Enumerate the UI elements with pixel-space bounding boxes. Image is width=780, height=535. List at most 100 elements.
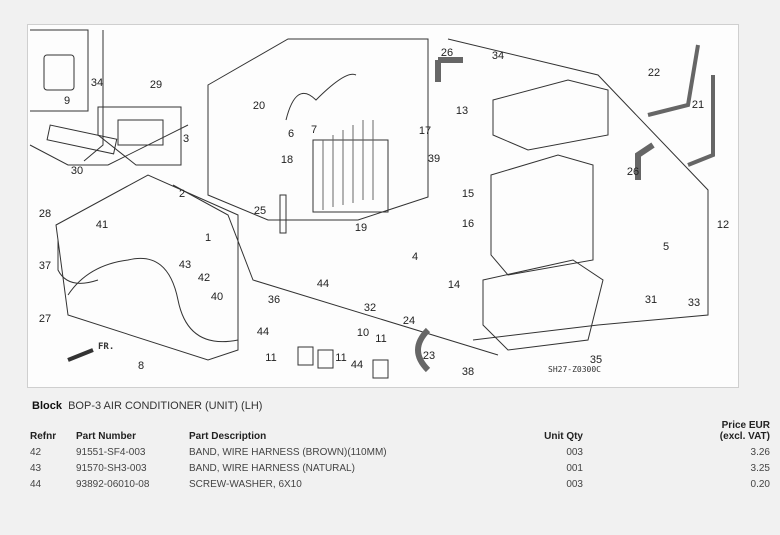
callout[interactable]: 21 xyxy=(691,99,705,111)
table-row[interactable]: 43 91570-SH3-003 BAND, WIRE HARNESS (NAT… xyxy=(30,461,770,477)
header-qty: Unit Qty xyxy=(544,431,583,442)
callout[interactable]: 42 xyxy=(197,272,211,284)
callout[interactable]: 30 xyxy=(70,165,84,177)
relay-11 xyxy=(297,346,314,366)
callout[interactable]: 44 xyxy=(350,359,364,371)
callout[interactable]: 28 xyxy=(38,208,52,220)
callout[interactable]: 31 xyxy=(644,294,658,306)
hose-23 xyxy=(415,327,431,373)
price-cell: 0.20 xyxy=(750,479,770,490)
callout[interactable]: 32 xyxy=(363,302,377,314)
callout[interactable]: 4 xyxy=(411,251,419,263)
parts-diagram: 9 34 29 3 30 28 2 41 1 37 43 42 40 27 8 … xyxy=(27,24,739,388)
frame-divider xyxy=(29,124,189,166)
diagram-drawing xyxy=(29,29,715,379)
callout[interactable]: 40 xyxy=(210,291,224,303)
callout[interactable]: 34 xyxy=(90,77,104,89)
price-cell: 3.25 xyxy=(750,463,770,474)
diagram-reference-code: SH27-Z0300C xyxy=(548,365,601,374)
bracket-21 xyxy=(687,75,715,167)
relay-part xyxy=(43,54,75,91)
frame-switch xyxy=(97,106,182,166)
header-price-line1: Price EUR xyxy=(721,420,770,431)
callout[interactable]: 29 xyxy=(149,79,163,91)
callout[interactable]: 27 xyxy=(38,313,52,325)
callout[interactable]: 26 xyxy=(440,47,454,59)
callout[interactable]: 38 xyxy=(461,366,475,378)
qty-cell: 001 xyxy=(566,463,583,474)
callout[interactable]: 11 xyxy=(375,333,387,345)
callout[interactable]: 10 xyxy=(356,327,370,339)
capillary-tube xyxy=(285,73,357,121)
wire-harness-branch xyxy=(57,240,99,284)
callout[interactable]: 19 xyxy=(354,222,368,234)
callout[interactable]: 17 xyxy=(418,125,432,137)
header-refnr: Refnr xyxy=(30,431,57,442)
callout[interactable]: 1 xyxy=(204,232,212,244)
parts-table: Refnr Part Number Part Description Unit … xyxy=(30,418,770,493)
callout[interactable]: 23 xyxy=(422,350,436,362)
table-header-row: Refnr Part Number Part Description Unit … xyxy=(30,418,770,445)
callout[interactable]: 5 xyxy=(662,241,670,253)
callout[interactable]: 12 xyxy=(716,219,730,231)
frame-divider xyxy=(83,30,104,162)
callout[interactable]: 39 xyxy=(427,153,441,165)
callout[interactable]: 13 xyxy=(455,105,469,117)
callout[interactable]: 43 xyxy=(178,259,192,271)
switch-part xyxy=(117,119,164,146)
callout[interactable]: 18 xyxy=(280,154,294,166)
relay-11b xyxy=(317,349,334,369)
callout[interactable]: 44 xyxy=(316,278,330,290)
callout[interactable]: 20 xyxy=(252,100,266,112)
callout[interactable]: 25 xyxy=(253,205,267,217)
panel-part xyxy=(46,124,118,155)
relay-11c xyxy=(372,359,389,379)
frame-unit xyxy=(447,38,709,341)
description-cell: BAND, WIRE HARNESS (NATURAL) xyxy=(189,463,355,474)
callout[interactable]: 6 xyxy=(287,128,295,140)
lower-case xyxy=(482,259,604,351)
callout[interactable]: 11 xyxy=(265,352,277,364)
callout[interactable]: 16 xyxy=(461,218,475,230)
upper-case xyxy=(492,79,609,151)
frame-relay xyxy=(30,29,89,112)
frame-evaporator xyxy=(207,38,429,221)
drain-hose-26 xyxy=(635,142,655,180)
part-number-cell[interactable]: 91570-SH3-003 xyxy=(76,463,147,474)
callout[interactable]: 34 xyxy=(491,50,505,62)
front-arrow-icon xyxy=(67,348,94,362)
seal-part xyxy=(279,194,287,234)
part-number-cell[interactable]: 91551-SF4-003 xyxy=(76,447,146,458)
refnr-cell: 43 xyxy=(30,463,42,474)
header-price: Price EUR(excl. VAT) xyxy=(583,418,770,445)
callout[interactable]: 37 xyxy=(38,260,52,272)
callout[interactable]: 3 xyxy=(182,133,190,145)
header-price-line2: (excl. VAT) xyxy=(719,431,770,442)
callout[interactable]: 35 xyxy=(589,354,603,366)
refnr-cell: 42 xyxy=(30,447,42,458)
table-row[interactable]: 42 91551-SF4-003 BAND, WIRE HARNESS (BRO… xyxy=(30,445,770,461)
callout[interactable]: 2 xyxy=(178,188,186,200)
header-part-number: Part Number xyxy=(76,431,137,442)
refnr-cell: 44 xyxy=(30,479,42,490)
callout[interactable]: 11 xyxy=(335,352,347,364)
callout[interactable]: 9 xyxy=(63,95,71,107)
callout[interactable]: 8 xyxy=(137,360,145,372)
callout[interactable]: 44 xyxy=(256,326,270,338)
block-label: Block xyxy=(32,400,62,412)
header-description: Part Description xyxy=(189,431,267,442)
callout[interactable]: 41 xyxy=(95,219,109,231)
callout[interactable]: 22 xyxy=(647,67,661,79)
callout[interactable]: 36 xyxy=(267,294,281,306)
callout[interactable]: 7 xyxy=(310,124,318,136)
callout[interactable]: 33 xyxy=(687,297,701,309)
table-row[interactable]: 44 93892-06010-08 SCREW-WASHER, 6X10 003… xyxy=(30,477,770,493)
callout[interactable]: 15 xyxy=(461,188,475,200)
part-number-cell[interactable]: 93892-06010-08 xyxy=(76,479,150,490)
frame-harness xyxy=(55,174,239,361)
callout[interactable]: 26 xyxy=(626,166,640,178)
callout[interactable]: 14 xyxy=(447,279,461,291)
callout[interactable]: 24 xyxy=(402,315,416,327)
block-value: BOP-3 AIR CONDITIONER (UNIT) (LH) xyxy=(68,400,263,412)
evaporator-core xyxy=(312,139,389,213)
